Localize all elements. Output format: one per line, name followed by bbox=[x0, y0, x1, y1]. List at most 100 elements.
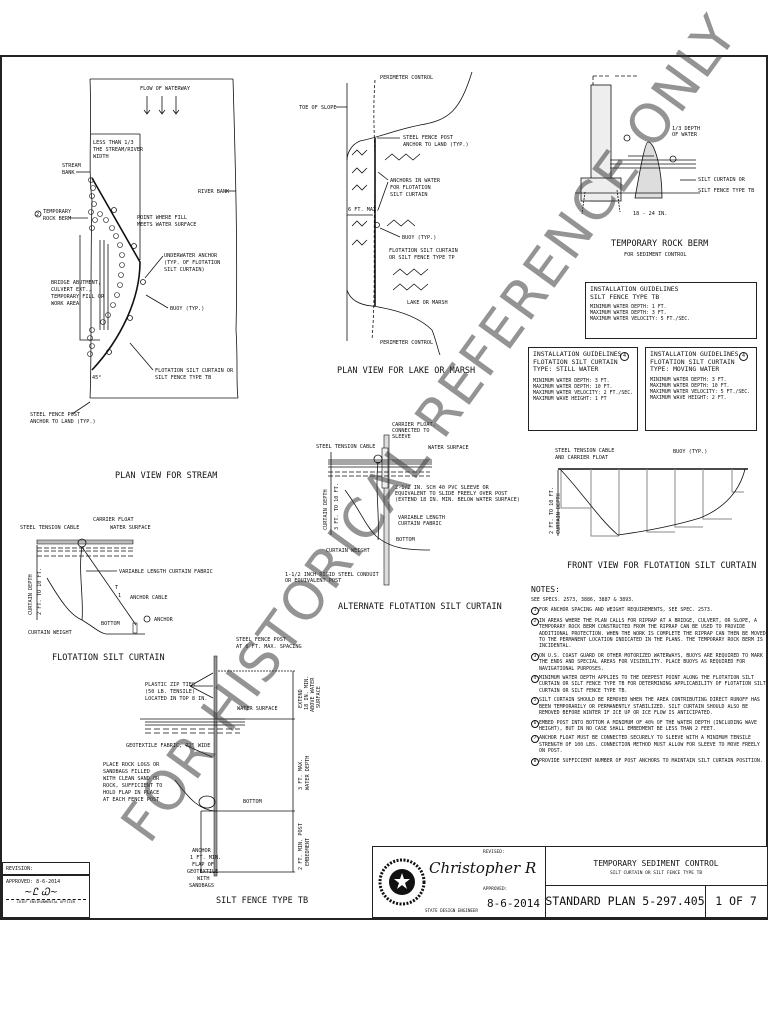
fence-post-label: STEEL FENCE POST bbox=[403, 135, 453, 141]
guideline-row: MAXIMUM WATER DEPTH: 10 FT. bbox=[650, 382, 730, 389]
buoy-label: BUOY (TYP.) bbox=[170, 306, 204, 312]
buoy-label: BUOY (TYP.) bbox=[402, 235, 436, 241]
curtain-label: FLOTATION SILT CURTAIN OR bbox=[155, 368, 234, 374]
bridge-abutment-label: WORK AREA bbox=[51, 301, 80, 307]
bottom-label: BOTTOM bbox=[243, 799, 262, 805]
rock-logs-label: HOLD FLAP IN PLACE bbox=[103, 790, 159, 796]
note-text: ON U.S. COAST GUARD OR OTHER MOTORIZED W… bbox=[539, 652, 763, 672]
slope-label: T bbox=[115, 585, 118, 591]
guideline-heading: INSTALLATION GUIDELINES bbox=[650, 350, 739, 358]
curtain-depth-label: 2 FT. TO 10 FT. bbox=[37, 568, 43, 615]
ref-marker: 4 bbox=[620, 352, 629, 361]
title-block: Christopher R REVISED: APPROVED: 8-6-201… bbox=[372, 846, 768, 918]
approved-label: APPROVED: bbox=[483, 887, 508, 892]
width-label: THE STREAM/RIVER bbox=[93, 147, 144, 153]
guideline-row: MAXIMUM WATER DEPTH: 3 FT. bbox=[590, 310, 667, 317]
width-label: 18 - 24 IN. bbox=[633, 211, 667, 217]
sheet-subtitle: SILT CURTAIN OR SILT FENCE TYPE TB bbox=[609, 871, 703, 876]
perimeter-control-label: PERIMETER CONTROL bbox=[380, 75, 433, 81]
fence-post-label: ANCHOR TO LAND (TYP.) bbox=[30, 419, 96, 425]
guideline-row: MAXIMUM WATER VELOCITY: 5 FT./SEC. bbox=[650, 388, 751, 395]
zip-ties-label: (50 LB. TENSILE) bbox=[145, 689, 195, 695]
bridge-abutment-label: BRIDGE ABUTMENT, bbox=[51, 280, 101, 286]
guideline-heading: INSTALLATION GUIDELINES bbox=[590, 285, 679, 293]
fence-post-label: AT 6 FT. MAX. SPACING bbox=[236, 644, 302, 650]
carrier-float-label: CONNECTED TO bbox=[392, 428, 429, 434]
alternate-curtain: CARRIER FLOAT, CONNECTED TO SLEEVE STEEL… bbox=[285, 422, 520, 612]
note-text: MINIMUM WATER DEPTH APPLIES TO THE DEEPE… bbox=[539, 675, 766, 694]
cable-label: STEEL TENSION CABLE bbox=[20, 525, 79, 531]
water-surface-label: WATER SURFACE bbox=[110, 525, 151, 531]
carrier-float-label: CARRIER FLOAT, bbox=[392, 422, 436, 428]
rock-logs-label: WITH CLEAN SAND OR bbox=[103, 776, 160, 782]
note-number: 1 bbox=[531, 606, 539, 615]
anchor-flap-label: GEOTEXTILE bbox=[187, 869, 218, 875]
water-depth-label: WATER DEPTH bbox=[305, 756, 311, 790]
bottom-label: BOTTOM bbox=[396, 537, 415, 543]
guideline-row: MAXIMUM WATER VELOCITY: 5 FT./SEC. bbox=[590, 316, 691, 323]
rock-logs-label: SANDBAGS FILLED bbox=[103, 769, 150, 775]
revision-box: REVISION: bbox=[2, 862, 90, 875]
mndot-seal-icon bbox=[378, 858, 426, 906]
guideline-row: MINIMUM WATER DEPTH: 3 FT. bbox=[533, 377, 610, 384]
water-surface-label: WATER SURFACE bbox=[237, 706, 278, 712]
guidelines-moving-water: 4 INSTALLATION GUIDELINES FLOTATION SILT… bbox=[645, 347, 757, 431]
silt-fence-title: SILT FENCE TYPE TB bbox=[216, 896, 308, 906]
note-number: 6 bbox=[531, 719, 539, 728]
curtain-label: SILT FENCE TYPE TB bbox=[155, 375, 211, 381]
rock-berm-section: 1/3 DEPTH OF WATER SILT CURTAIN OR SILT … bbox=[575, 75, 754, 258]
note-number: 5 bbox=[531, 697, 539, 706]
plan-lake-title: PLAN VIEW FOR LAKE OR MARSH bbox=[337, 366, 475, 376]
pvc-sleeve-label: EQUIVALENT TO SLIDE FREELY OVER POST bbox=[395, 491, 507, 497]
plan-number: STANDARD PLAN 5-297.405 bbox=[545, 885, 706, 917]
guideline-row: MINIMUM WATER DEPTH: 3 FT. bbox=[650, 376, 727, 383]
guideline-row: MAXIMUM WAVE HEIGHT: 2 FT. bbox=[650, 395, 727, 402]
curtain-depth-label: CURTAIN DEPTH bbox=[323, 489, 329, 530]
plan-stream-title: PLAN VIEW FOR STREAM bbox=[115, 471, 217, 481]
anchor-flap-label: SANDBAGS bbox=[189, 883, 214, 889]
rock-berm-title: TEMPORARY ROCK BERM bbox=[611, 239, 708, 249]
anchors-label: FOR FLOTATION bbox=[390, 185, 431, 191]
flow-label: FLOW OF WATERWAY bbox=[140, 86, 191, 92]
notes-title: NOTES: bbox=[531, 585, 560, 594]
revision-label: REVISION: bbox=[6, 866, 34, 872]
plan-view-lake: PERIMETER CONTROL TOE OF SLOPE STEEL FEN… bbox=[299, 71, 475, 376]
rock-logs-label: AT EACH FENCE POST bbox=[103, 797, 159, 803]
width-label: WIDTH bbox=[93, 154, 109, 160]
silt-curtain-label: SILT FENCE TYPE TB bbox=[698, 188, 754, 194]
guideline-heading: TYPE: STILL WATER bbox=[533, 365, 599, 373]
flow-arrows bbox=[143, 96, 180, 115]
cable-label: STEEL TENSION CABLE bbox=[555, 448, 614, 454]
approved-date: 8-6-2014 bbox=[487, 897, 540, 910]
stream-bank-label: BANK bbox=[62, 170, 75, 176]
silt-curtain-label: SILT CURTAIN OR bbox=[698, 177, 746, 183]
embedment-label: EMBEDMENT bbox=[305, 838, 311, 866]
note-text: EMBED POST INTO BOTTOM A MINIMUM OF 40% … bbox=[539, 719, 757, 732]
rock-berm-label: ROCK BERM bbox=[43, 216, 71, 222]
plan-view-stream: FLOW OF WATERWAY LESS THAN 1/3 THE STREA… bbox=[30, 78, 239, 481]
depth-label: OF WATER bbox=[672, 132, 698, 138]
silt-fence-tb-section: STEEL FENCE POST AT 6 FT. MAX. SPACING P… bbox=[103, 637, 322, 906]
cable-label: STEEL TENSION CABLE bbox=[316, 444, 375, 450]
water-waves bbox=[351, 149, 429, 291]
revised-label: REVISED: bbox=[483, 850, 505, 855]
curtain-depth-label: CURTAIN DEPTH bbox=[28, 574, 34, 615]
depth-label: 1/3 DEPTH bbox=[672, 126, 700, 132]
anchors-label: ANCHORS IN WATER bbox=[390, 178, 441, 184]
guidelines-silt-fence: INSTALLATION GUIDELINES SILT FENCE TYPE … bbox=[585, 282, 757, 339]
notes-section: NOTES: SEE SPECS. 2573, 3886, 3887 & 389… bbox=[531, 585, 767, 766]
width-label: LESS THAN 1/3 bbox=[93, 140, 134, 146]
note-text: ANCHOR FLOAT MUST BE CONNECTED SECURELY … bbox=[539, 735, 760, 755]
buoy-label: BUOY (TYP.) bbox=[673, 449, 707, 455]
approved-date-left: APPROVED: 8-6-2014 bbox=[6, 879, 61, 885]
water-depth-label: 3 FT. MAX. bbox=[298, 759, 304, 790]
flotation-title: FLOTATION SILT CURTAIN bbox=[52, 653, 165, 663]
rock-berm-subtitle: FOR SEDIMENT CONTROL bbox=[624, 252, 686, 258]
river-bank-label: RIVER BANK bbox=[198, 189, 230, 195]
conduit-label: OR EQUIVALENT POST bbox=[285, 578, 341, 584]
toe-of-slope-label: TOE OF SLOPE bbox=[299, 105, 336, 111]
signature: ~Ꮭ⁠ Ꮗ~ bbox=[24, 887, 58, 898]
